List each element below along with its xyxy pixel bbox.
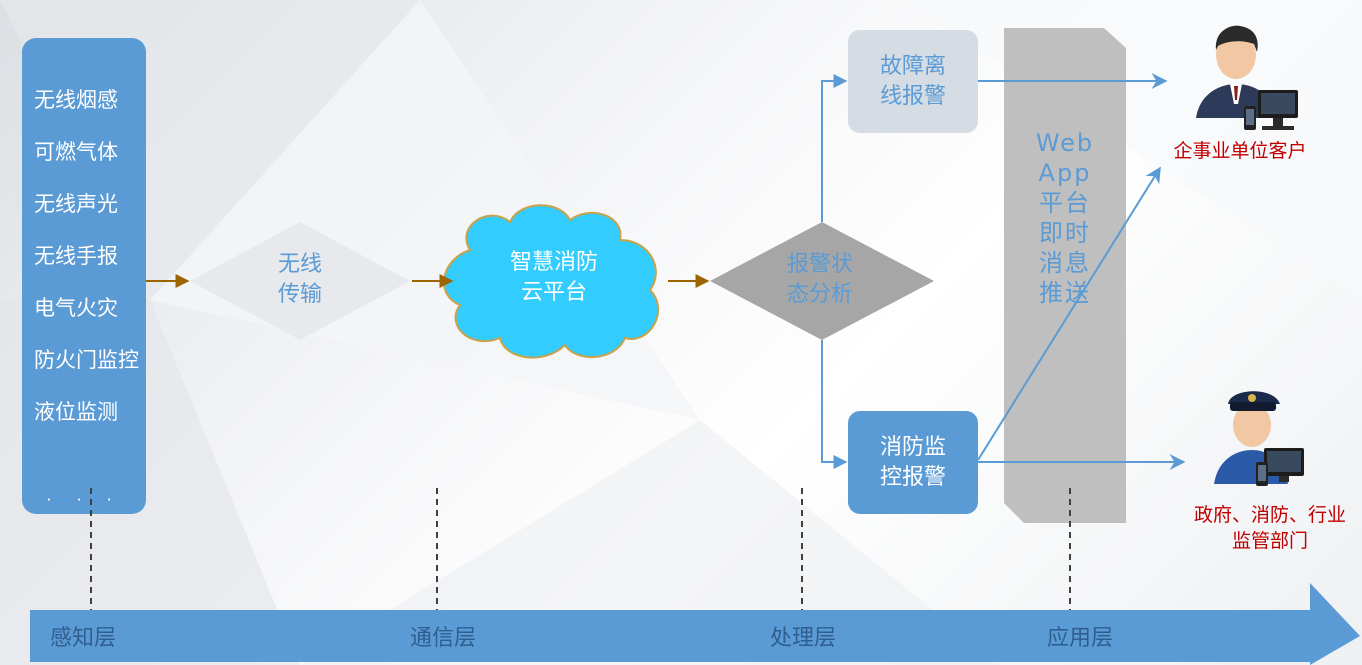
layer-label-perception: 感知层	[50, 626, 117, 651]
arrow-fire-to-enterprise	[977, 166, 1161, 461]
fire-monitoring-alarm-box: 消防监 控报警	[848, 411, 978, 514]
sensor-list: 无线烟感 可燃气体 无线声光 无线手报 电气火灾 防火门监控 液位监测	[34, 86, 139, 450]
layer-label-processing: 处理层	[770, 626, 837, 651]
layer-arrow-bar	[30, 583, 1360, 665]
government-client-label: 政府、消防、行业 监管部门	[1193, 504, 1346, 552]
sensor-more: · · ·	[46, 490, 122, 509]
cloud-platform-label: 智慧消防 云平台	[509, 250, 598, 305]
alarm-analysis-label: 报警状 态分析	[786, 252, 853, 307]
sensor-item-manual-alarm: 无线手报	[34, 244, 118, 268]
webapp-push-label: Web App 平台 即时 消息 推送	[1035, 129, 1095, 307]
sensor-item-gas: 可燃气体	[34, 140, 118, 164]
layer-label-application: 应用层	[1047, 626, 1114, 651]
layer-label-communication: 通信层	[410, 626, 477, 651]
sensor-item-smoke: 无线烟感	[34, 88, 118, 112]
sensor-item-sound-light: 无线声光	[34, 192, 118, 216]
sensor-item-liquid-level: 液位监测	[34, 400, 118, 424]
sensor-panel: 无线烟感 可燃气体 无线声光 无线手报 电气火灾 防火门监控 液位监测 · · …	[22, 38, 146, 514]
sensor-item-fire-door: 防火门监控	[34, 348, 139, 372]
police-officer-computer-icon	[1214, 391, 1304, 486]
arrow-analysis-to-fault	[821, 74, 848, 222]
arrow-analysis-to-fire	[821, 340, 848, 469]
analysis-diamond	[710, 222, 934, 340]
sensor-item-electrical-fire: 电气火灾	[34, 296, 118, 320]
wireless-transmission-label: 无线 传输	[277, 252, 322, 307]
cloud-shape	[443, 204, 660, 359]
fault-offline-alarm-box: 故障离 线报警	[848, 30, 978, 133]
businessman-computer-icon	[1196, 25, 1298, 130]
fire-monitoring-alarm-label: 消防监 控报警	[879, 434, 946, 490]
enterprise-client-label: 企事业单位客户	[1173, 140, 1307, 162]
webapp-pillar	[1004, 28, 1126, 523]
fault-offline-alarm-label: 故障离 线报警	[879, 53, 946, 109]
wireless-diamond	[190, 222, 410, 340]
